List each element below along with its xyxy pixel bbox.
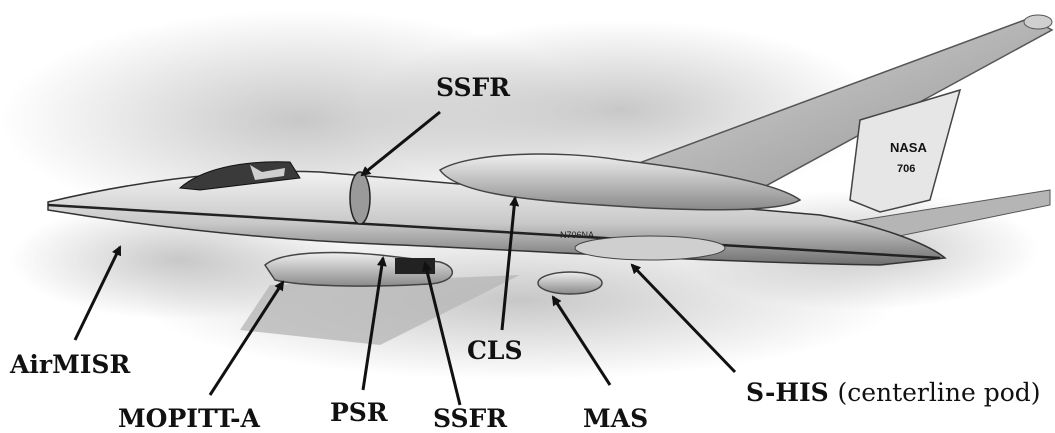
label-mas: MAS <box>583 406 648 431</box>
label-airmisr: AirMISR <box>10 352 130 377</box>
label-shis: S-HIS (centerline pod) <box>746 380 1041 405</box>
tail-marking: NASA <box>890 140 927 155</box>
label-shis-name: S-HIS <box>746 378 829 407</box>
label-cls: CLS <box>467 338 523 363</box>
mas-pod <box>538 272 602 294</box>
ssfr-bay <box>395 258 435 274</box>
fuselage-marking: N706NA <box>560 230 594 240</box>
label-ssfr-bottom: SSFR <box>433 406 507 431</box>
label-shis-note: (centerline pod) <box>837 378 1040 407</box>
intake <box>350 172 370 224</box>
label-mopitt: MOPITT-A <box>118 406 260 431</box>
label-psr: PSR <box>330 400 388 425</box>
centerline-pod <box>575 236 725 260</box>
label-ssfr-top: SSFR <box>436 75 510 100</box>
tail-number: 706 <box>897 163 915 175</box>
wingtip <box>1024 15 1052 29</box>
